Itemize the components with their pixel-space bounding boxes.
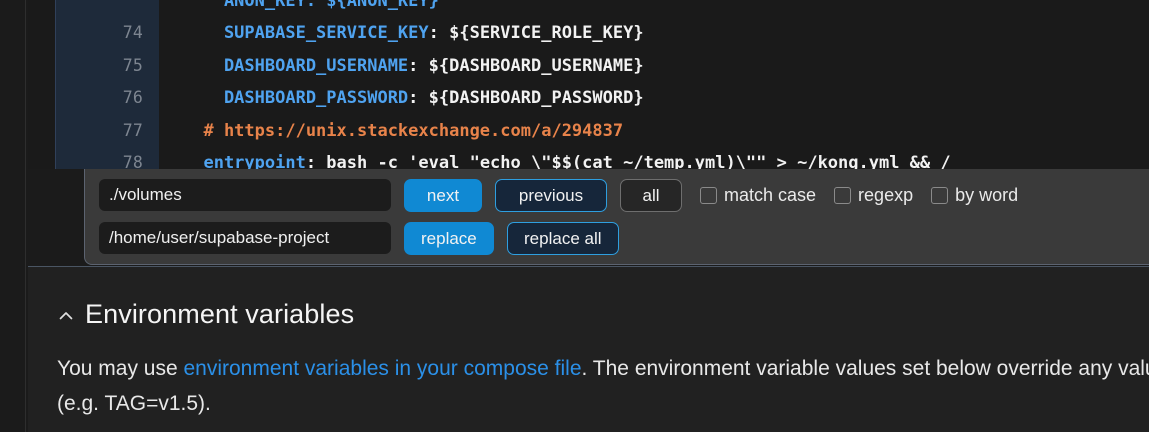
line-number: 76: [122, 88, 143, 108]
replace-row: replace replace all: [99, 220, 1149, 256]
section-header-toggle[interactable]: Environment variables: [58, 299, 354, 330]
regexp-label: regexp: [858, 184, 914, 205]
code-text: # https://unix.stackexchange.com/a/29483…: [183, 115, 623, 147]
code-lines[interactable]: ANON_KEY: ${ANON_KEY} 74 SUPABASE_SERVICE…: [28, 0, 1149, 169]
code-line[interactable]: 77 # https://unix.stackexchange.com/a/29…: [28, 115, 1149, 147]
code-token: # https://unix.stackexchange.com/a/29483…: [183, 120, 624, 141]
code-surface[interactable]: ANON_KEY: ${ANON_KEY} 74 SUPABASE_SERVICE…: [28, 0, 1149, 169]
by-word-label: by word: [955, 184, 1019, 205]
by-word-option[interactable]: by word: [931, 185, 1018, 206]
search-input[interactable]: [99, 179, 391, 211]
find-all-button[interactable]: all: [620, 178, 682, 212]
code-line[interactable]: 78 entrypoint: bash -c 'eval "echo \"$$(…: [28, 147, 1149, 169]
regexp-option[interactable]: regexp: [834, 185, 913, 206]
section-divider: [28, 266, 1149, 267]
code-text: entrypoint: bash -c 'eval "echo \"$$(cat…: [183, 147, 951, 169]
find-replace-widget[interactable]: next previous all match case regexp by w…: [84, 169, 1149, 265]
environment-variables-section: Environment variables You may use enviro…: [28, 267, 1149, 432]
left-rail: [0, 0, 26, 432]
section-description: You may use environment variables in you…: [57, 351, 1149, 421]
code-text: SUPABASE_SERVICE_KEY: ${SERVICE_ROLE_KEY…: [183, 17, 644, 49]
line-number: 78: [122, 152, 143, 169]
code-token: DASHBOARD_USERNAME: [183, 55, 409, 76]
code-token: : ${SERVICE_ROLE_KEY}: [428, 23, 644, 44]
chevron-up-icon[interactable]: [58, 308, 74, 324]
code-text: DASHBOARD_USERNAME: ${DASHBOARD_USERNAME…: [183, 50, 644, 82]
code-token: DASHBOARD_PASSWORD: [183, 88, 409, 109]
find-row: next previous all match case regexp by w…: [99, 177, 1149, 213]
code-line[interactable]: ANON_KEY: ${ANON_KEY}: [28, 0, 1149, 17]
code-token: SUPABASE_SERVICE_KEY: [183, 23, 429, 44]
section-title: Environment variables: [85, 299, 355, 329]
code-line[interactable]: 76 DASHBOARD_PASSWORD: ${DASHBOARD_PASSW…: [28, 82, 1149, 114]
match-case-label: match case: [724, 184, 817, 205]
line-number-gutter: [55, 0, 159, 169]
code-line[interactable]: 74 SUPABASE_SERVICE_KEY: ${SERVICE_ROLE_…: [28, 17, 1149, 49]
regexp-checkbox[interactable]: [834, 186, 852, 204]
code-text: ANON_KEY: ${ANON_KEY}: [183, 0, 439, 17]
code-token: entrypoint: [183, 152, 306, 169]
replace-all-button[interactable]: replace all: [506, 221, 619, 255]
line-number: 77: [122, 120, 143, 140]
code-token: ANON_KEY: ${ANON_KEY}: [183, 0, 439, 11]
replace-input[interactable]: [99, 222, 391, 254]
environment-variables-link[interactable]: environment variables in your compose fi…: [183, 357, 582, 380]
match-case-option[interactable]: match case: [700, 185, 816, 206]
line-number: 75: [122, 55, 143, 75]
line-number: 74: [122, 23, 143, 43]
code-editor[interactable]: ANON_KEY: ${ANON_KEY} 74 SUPABASE_SERVICE…: [28, 0, 1149, 266]
match-case-checkbox[interactable]: [700, 186, 717, 204]
code-token: : ${DASHBOARD_USERNAME}: [408, 55, 644, 76]
code-token: : bash -c 'eval "echo \"$$(cat ~/temp.ym…: [305, 152, 951, 169]
description-text-after: . The environment variable values set be…: [57, 357, 1149, 415]
code-text: DASHBOARD_PASSWORD: ${DASHBOARD_PASSWORD…: [183, 82, 644, 114]
replace-button[interactable]: replace: [404, 221, 494, 255]
description-text-before: You may use: [57, 357, 184, 380]
code-token: : ${DASHBOARD_PASSWORD}: [408, 88, 644, 109]
code-line[interactable]: 75 DASHBOARD_USERNAME: ${DASHBOARD_USERN…: [28, 50, 1149, 82]
by-word-checkbox[interactable]: [931, 186, 949, 204]
find-previous-button[interactable]: previous: [495, 178, 607, 212]
find-next-button[interactable]: next: [404, 178, 482, 212]
